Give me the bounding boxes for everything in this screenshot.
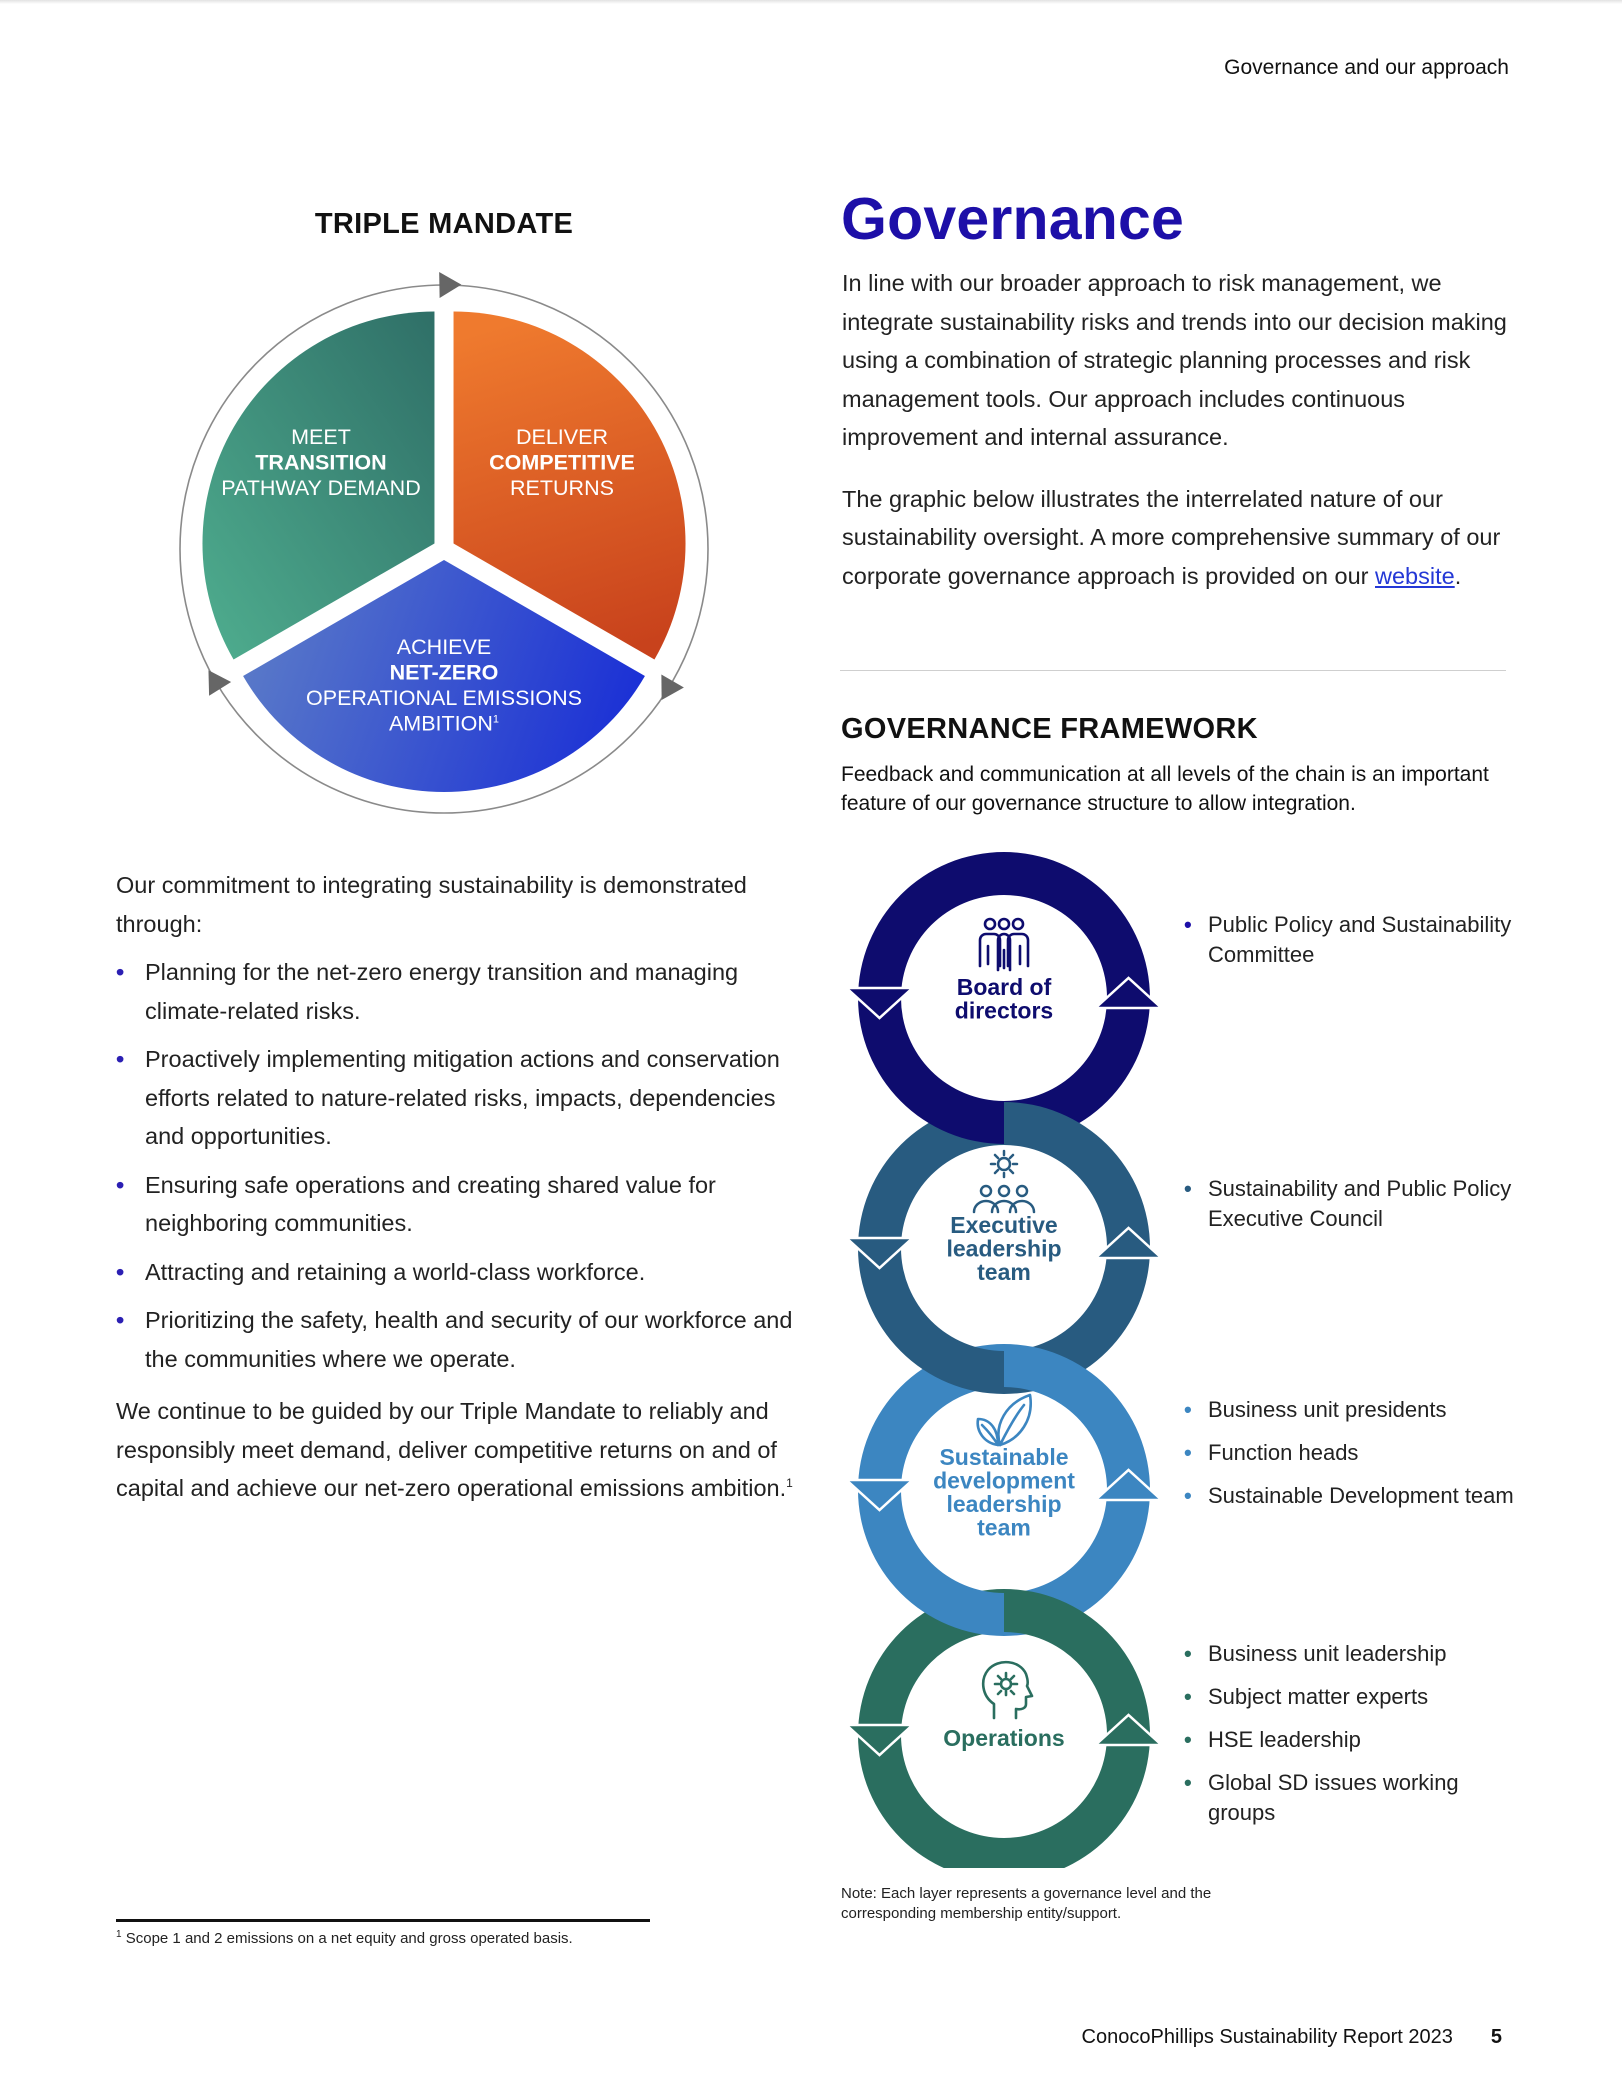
section-divider (840, 670, 1506, 671)
commitment-item: Prioritizing the safety, health and secu… (116, 1301, 796, 1378)
page-number: 5 (1490, 2026, 1502, 2048)
paragraph-2-text: The graphic below illustrates the interr… (842, 485, 1501, 589)
cycle-arrow-left (208, 670, 232, 696)
section-header: Governance and our approach (1224, 56, 1509, 79)
segment-transition (202, 311, 435, 660)
commitment-intro: Our commitment to integrating sustainabi… (116, 872, 747, 937)
page-title: Governance (841, 186, 1185, 252)
triple-mandate-title: TRIPLE MANDATE (314, 208, 574, 240)
list-item: Global SD issues working groups (1184, 1768, 1514, 1828)
list-item: Business unit leadership (1184, 1639, 1514, 1669)
ring-right-half (1004, 1589, 1150, 1868)
governance-intro: In line with our broader approach to ris… (842, 264, 1522, 618)
list-item: Business unit presidents (1184, 1395, 1514, 1425)
ring-right-half (1004, 852, 1150, 1144)
ring-right-half (1004, 1344, 1150, 1636)
framework-title: GOVERNANCE FRAMEWORK (841, 713, 1258, 745)
paragraph-2-end: . (1454, 562, 1462, 589)
cycle-arrow-top (439, 272, 462, 299)
framework-note: Note: Each layer represents a governance… (841, 1885, 1212, 1922)
footnote-number: 1 (116, 1929, 122, 1940)
closing-text: We continue to be guided by our Triple M… (116, 1398, 787, 1501)
cycle-arrow-right (661, 674, 684, 701)
list-item: Sustainable Development team (1184, 1481, 1514, 1511)
footnote: 1 Scope 1 and 2 emissions on a net equit… (116, 1929, 573, 1948)
list-item: Subject matter experts (1184, 1682, 1514, 1712)
framework-description: Feedback and communication at all levels… (841, 763, 1489, 815)
footnote-rule (116, 1919, 650, 1922)
ring-left-half (858, 1102, 1004, 1394)
commitment-item: Attracting and retaining a world-class w… (116, 1253, 796, 1292)
report-name: ConocoPhillips Sustainability Report 202… (1081, 2026, 1453, 2048)
segment-net-zero (243, 560, 645, 792)
level-label: Operations (943, 1725, 1064, 1751)
commitment-item: Ensuring safe operations and creating sh… (116, 1166, 796, 1243)
head-gear-icon (981, 1660, 1034, 1720)
footnote-marker[interactable]: 1 (786, 1476, 793, 1491)
commitment-item: Proactively implementing mitigation acti… (116, 1040, 796, 1156)
governance-paragraph-1: In line with our broader approach to ris… (842, 270, 1507, 450)
list-item: HSE leadership (1184, 1725, 1514, 1755)
list-item: Function heads (1184, 1438, 1514, 1468)
executive-members-list: Sustainability and Public Policy Executi… (1184, 1174, 1514, 1247)
commitment-list: Planning for the net-zero energy transit… (116, 953, 796, 1378)
board-members-list: Public Policy and Sustainability Committ… (1184, 910, 1514, 983)
leaves-icon (976, 1393, 1032, 1447)
list-item: Public Policy and Sustainability Committ… (1184, 910, 1514, 970)
operations-members-list: Business unit leadership Subject matter … (1184, 1639, 1514, 1841)
footnote-text: Scope 1 and 2 emissions on a net equity … (125, 1930, 573, 1947)
gear-people-icon (972, 1149, 1036, 1214)
page-footer: ConocoPhillips Sustainability Report 202… (1082, 2026, 1502, 2049)
website-link[interactable]: website (1375, 562, 1455, 589)
ring-left-half (858, 1344, 1004, 1636)
sd-leadership-members-list: Business unit presidents Function heads … (1184, 1395, 1514, 1524)
left-column: Our commitment to integrating sustainabi… (116, 866, 796, 1508)
people-group-icon (978, 917, 1030, 972)
closing-paragraph: We continue to be guided by our Triple M… (116, 1392, 796, 1508)
segment-competitive-returns (453, 311, 686, 660)
list-item: Sustainability and Public Policy Executi… (1184, 1174, 1514, 1234)
governance-paragraph-2: The graphic below illustrates the interr… (842, 480, 1522, 596)
commitment-item: Planning for the net-zero energy transit… (116, 953, 796, 1030)
top-shadow (0, 0, 1622, 4)
ring-right-half (1004, 1102, 1150, 1394)
ring-left-half (858, 1589, 1004, 1868)
ring-left-half (858, 852, 1004, 1144)
